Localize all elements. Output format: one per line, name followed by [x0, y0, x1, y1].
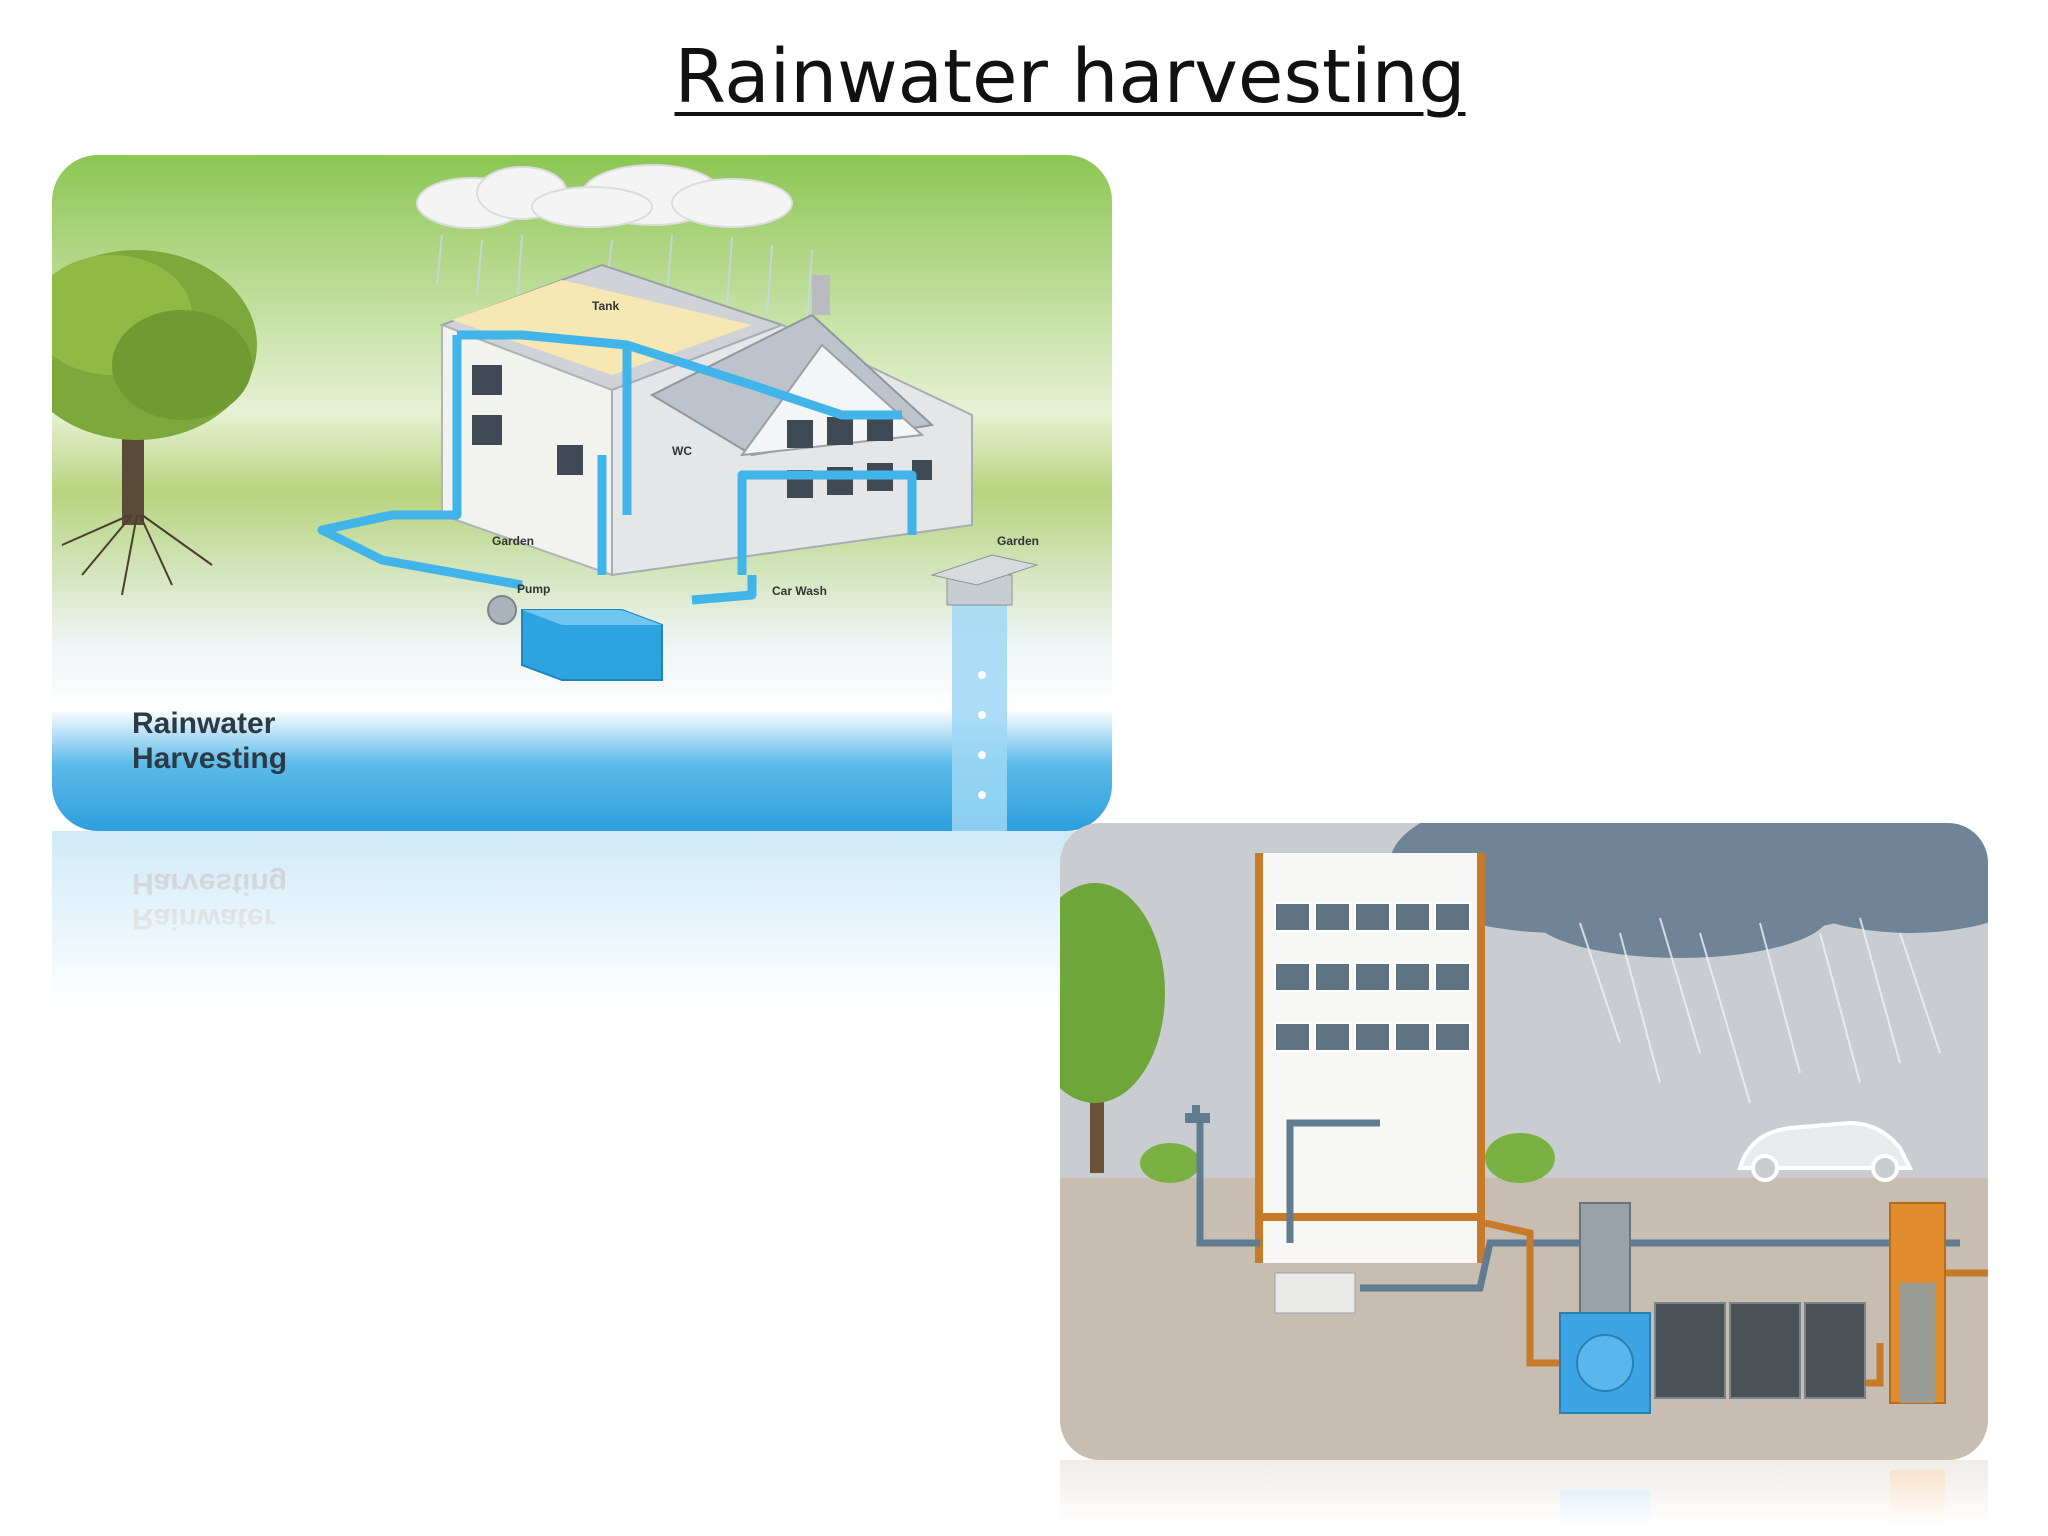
tree-icon [52, 250, 257, 596]
tank-icon [521, 609, 663, 681]
label-garden-right: Garden [997, 534, 1039, 548]
rain-icon [1579, 917, 1941, 1104]
label-garden-left: Garden [492, 534, 534, 548]
tree-icon [1060, 883, 1555, 1183]
building-rainwater-illustration [1060, 823, 1988, 1460]
label-tank: Tank [592, 299, 619, 313]
svg-text:Harvesting: Harvesting [132, 867, 287, 900]
house-icon [439, 263, 973, 577]
pipe-network [317, 330, 917, 605]
pump-icon [487, 595, 517, 625]
well-icon [930, 554, 1039, 831]
tap-icon [1185, 1105, 1210, 1123]
cloud-icon [416, 164, 793, 229]
svg-text:Rainwater: Rainwater [132, 902, 276, 935]
label-car-wash: Car Wash [772, 584, 827, 598]
caption-line1: Rainwater [132, 707, 276, 740]
label-wc: WC [672, 444, 692, 458]
caption-line2: Harvesting [132, 742, 287, 775]
building-icon [1255, 853, 1485, 1314]
label-pump: Pump [517, 582, 550, 596]
house-rainwater-illustration: Tank WC Garden Garden Pump Car Wash Rain… [52, 155, 1112, 831]
car-icon [1737, 1120, 1914, 1182]
picture2-reflection [1060, 1460, 1988, 1536]
slide-title: Rainwater harvesting [674, 34, 1466, 120]
